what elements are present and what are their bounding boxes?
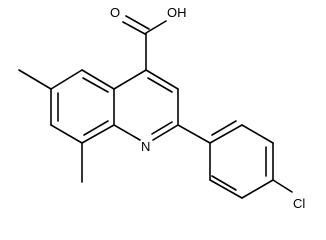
structure-canvas: O OH N Cl	[18, 5, 306, 211]
bond-c4-c3-inner	[147, 77, 173, 93]
chlorophenyl-ring	[177, 120, 293, 199]
methyl-c6	[18, 69, 52, 90]
bond-n-c8a	[113, 124, 141, 141]
atom-label-nitrogen: N	[141, 139, 150, 154]
bond-ph-1	[209, 124, 243, 144]
carboxylic-acid-group	[122, 15, 167, 71]
benzo-ring	[50, 69, 115, 144]
bond-c2-n	[152, 124, 179, 141]
atom-label-hydroxyl: OH	[167, 5, 187, 20]
bond-c4-c3	[145, 69, 179, 90]
pyridine-ring	[113, 69, 179, 141]
bond-c7-c8	[50, 124, 83, 144]
bond-ph-5-inner	[211, 175, 237, 191]
bond-ph-cl	[272, 179, 293, 193]
bond-c4a-c4	[113, 69, 147, 90]
atom-label-chlorine: Cl	[293, 196, 305, 211]
molecule-diagram: O OH N Cl	[18, 5, 305, 211]
bond-c5-c6	[50, 69, 83, 90]
bond-c4a-c5-inner	[82, 77, 109, 93]
bond-ph-2	[241, 124, 274, 144]
bond-c8-c8a-inner	[83, 120, 109, 136]
bond-ph-5	[209, 179, 243, 199]
bond-c-o-double-a	[122, 21, 146, 35]
bond-c2-phenyl	[177, 124, 211, 144]
bond-c-o-double-b	[125, 15, 150, 30]
bond-ph-4	[241, 179, 274, 199]
atom-label-carbonyl-o: O	[110, 5, 120, 20]
methyl-groups	[18, 69, 83, 183]
bond-c-oh	[145, 20, 167, 34]
bond-ph-1-inner	[211, 120, 237, 136]
bond-c2-n-inner	[151, 121, 173, 135]
bond-c8-c8a	[81, 124, 115, 144]
bond-c4a-c5	[81, 69, 115, 90]
